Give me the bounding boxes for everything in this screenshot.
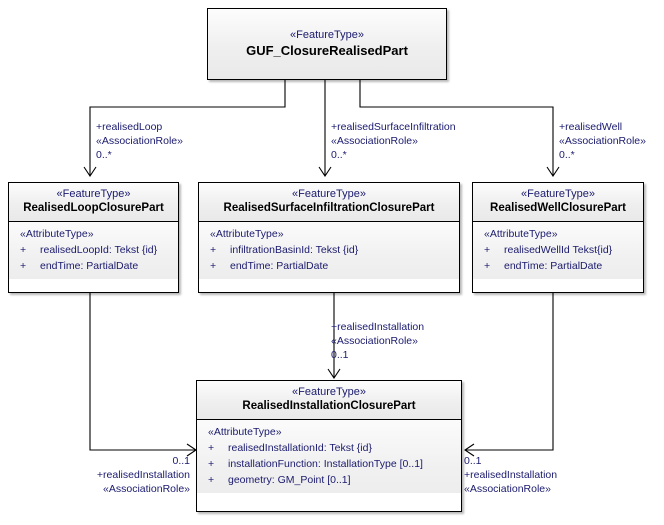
- association-multiplicity: 0..*: [559, 149, 575, 161]
- visibility-marker: +: [210, 260, 217, 272]
- association-label-realised-installation-right: 0..1 +realisedInstallation «AssociationR…: [464, 454, 557, 496]
- association-stereotype: «AssociationRole»: [559, 135, 646, 147]
- attribute-row: + geometry: GM_Point [0..1]: [197, 472, 461, 488]
- class-header: «FeatureType» RealisedInstallationClosur…: [197, 381, 461, 420]
- visibility-marker: +: [210, 244, 217, 256]
- association-role-name: +realisedInstallation: [331, 321, 425, 333]
- attribute-text: geometry: GM_Point [0..1]: [228, 474, 351, 486]
- association-stereotype: «AssociationRole»: [103, 483, 190, 495]
- class-header: «FeatureType» RealisedSurfaceInfiltratio…: [199, 183, 459, 222]
- attribute-stereotype: «AttributeType»: [484, 228, 558, 240]
- visibility-marker: +: [484, 244, 491, 256]
- attribute-text: realisedWellId Tekst{id}: [504, 244, 613, 256]
- class-stereotype: «FeatureType»: [292, 386, 366, 398]
- association-multiplicity: 0..1: [464, 455, 482, 467]
- association-role-name: +realisedWell: [559, 121, 623, 133]
- attribute-text: infiltrationBasinId: Tekst {id}: [230, 244, 359, 256]
- visibility-marker: +: [20, 260, 27, 272]
- association-stereotype: «AssociationRole»: [96, 135, 183, 147]
- class-box-realised-surface-infiltration-closure-part[interactable]: «FeatureType» RealisedSurfaceInfiltratio…: [198, 182, 460, 293]
- association-role-name: +realisedInstallation: [96, 469, 190, 481]
- attribute-row: + infiltrationBasinId: Tekst {id}: [199, 242, 459, 258]
- visibility-marker: +: [484, 260, 491, 272]
- attribute-stereotype: «AttributeType»: [208, 426, 282, 438]
- attribute-row: + realisedInstallationId: Tekst {id}: [197, 440, 461, 456]
- attribute-text: endTime: PartialDate: [504, 260, 603, 272]
- class-header: «FeatureType» RealisedLoopClosurePart: [9, 183, 178, 222]
- attribute-text: realisedInstallationId: Tekst {id}: [228, 442, 372, 454]
- class-header: «FeatureType» GUF_ClosureRealisedPart: [208, 9, 446, 79]
- connector-loop-to-installation: [89, 293, 197, 457]
- association-label-realised-loop: +realisedLoop «AssociationRole» 0..*: [96, 120, 183, 162]
- association-stereotype: «AssociationRole»: [331, 335, 418, 347]
- class-stereotype: «FeatureType»: [56, 188, 131, 200]
- class-attributes: «AttributeType» + infiltrationBasinId: Te…: [199, 222, 459, 279]
- class-name: RealisedInstallationClosurePart: [242, 400, 416, 412]
- class-header: «FeatureType» RealisedWellClosurePart: [473, 183, 643, 222]
- connector-well-to-installation: [464, 293, 554, 457]
- class-name: RealisedLoopClosurePart: [23, 202, 164, 214]
- visibility-marker: +: [208, 458, 215, 470]
- attribute-text: realisedLoopId: Tekst {id}: [40, 244, 158, 256]
- association-role-name: +realisedSurfaceInfiltration: [331, 121, 456, 133]
- class-attributes: «AttributeType» + realisedWellId Tekst{id…: [473, 222, 643, 279]
- class-attributes: «AttributeType» + realisedLoopId: Tekst {…: [9, 222, 178, 279]
- class-box-realised-installation-closure-part[interactable]: «FeatureType» RealisedInstallationClosur…: [196, 380, 462, 512]
- attribute-stereotype: «AttributeType»: [210, 228, 284, 240]
- association-multiplicity: 0..1: [172, 455, 190, 467]
- class-stereotype: «FeatureType»: [292, 188, 366, 200]
- attribute-row: + realisedWellId Tekst{id}: [473, 242, 643, 258]
- association-label-realised-well: +realisedWell «AssociationRole» 0..*: [559, 120, 646, 162]
- attribute-text: endTime: PartialDate: [230, 260, 329, 272]
- class-box-realised-well-closure-part[interactable]: «FeatureType» RealisedWellClosurePart «A…: [472, 182, 644, 293]
- association-multiplicity: 0..1: [331, 349, 349, 361]
- association-role-name: +realisedLoop: [96, 121, 163, 133]
- association-multiplicity: 0..*: [331, 149, 347, 161]
- class-name: RealisedWellClosurePart: [490, 202, 626, 214]
- class-box-guf-closure-realised-part[interactable]: «FeatureType» GUF_ClosureRealisedPart: [207, 8, 447, 80]
- attribute-text: installationFunction: InstallationType […: [228, 458, 423, 470]
- class-name: GUF_ClosureRealisedPart: [246, 42, 408, 58]
- class-attributes: «AttributeType» + realisedInstallationId:…: [197, 420, 461, 493]
- class-stereotype: «FeatureType»: [290, 28, 364, 41]
- association-stereotype: «AssociationRole»: [331, 135, 418, 147]
- visibility-marker: +: [20, 244, 27, 256]
- class-box-realised-loop-closure-part[interactable]: «FeatureType» RealisedLoopClosurePart «A…: [8, 182, 179, 293]
- association-label-realised-installation-middle: +realisedInstallation «AssociationRole» …: [331, 320, 424, 362]
- attribute-stereotype: «AttributeType»: [20, 228, 94, 240]
- class-name: RealisedSurfaceInfiltrationClosurePart: [223, 202, 435, 214]
- association-multiplicity: 0..*: [96, 149, 112, 161]
- association-label-realised-surface-infiltration: +realisedSurfaceInfiltration «Associatio…: [331, 120, 456, 162]
- association-stereotype: «AssociationRole»: [464, 483, 551, 495]
- attribute-row: + realisedLoopId: Tekst {id}: [9, 242, 178, 258]
- attribute-row: + endTime: PartialDate: [473, 258, 643, 274]
- attribute-row: + endTime: PartialDate: [9, 258, 178, 274]
- visibility-marker: +: [208, 474, 215, 486]
- class-stereotype: «FeatureType»: [521, 188, 595, 200]
- attribute-text: endTime: PartialDate: [40, 260, 139, 272]
- attribute-row: + endTime: PartialDate: [199, 258, 459, 274]
- association-role-name: +realisedInstallation: [464, 469, 558, 481]
- association-label-realised-installation-left: 0..1 +realisedInstallation «AssociationR…: [35, 454, 190, 496]
- visibility-marker: +: [208, 442, 215, 454]
- attribute-row: + installationFunction: InstallationType …: [197, 456, 461, 472]
